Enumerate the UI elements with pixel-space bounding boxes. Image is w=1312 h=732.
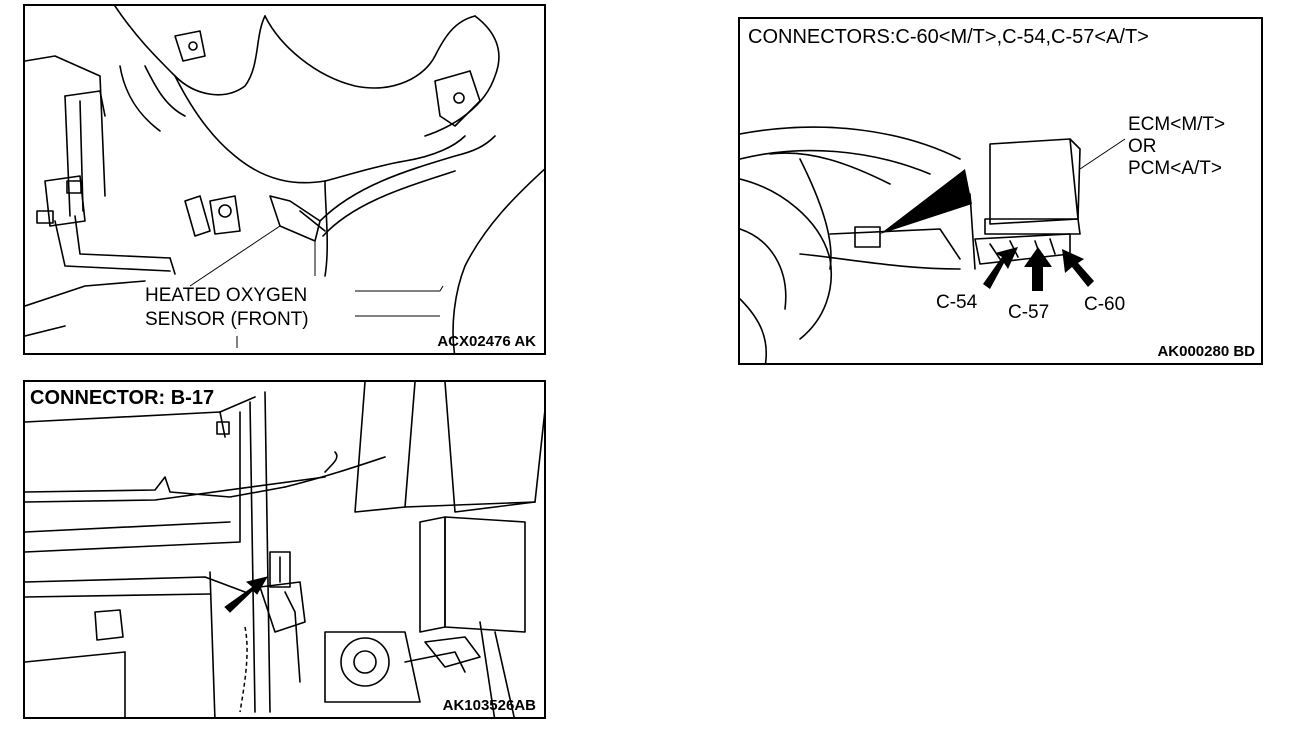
- ecm-label-line3: PCM<A/T>: [1128, 158, 1222, 179]
- sensor-label-line2: SENSOR (FRONT): [145, 309, 309, 330]
- figure-code: AK000280 BD: [1157, 343, 1255, 360]
- connector-label-c60: C-60: [1084, 294, 1126, 315]
- sensor-label-line1: HEATED OXYGEN: [145, 285, 308, 306]
- ecm-connectors-illustration: [740, 126, 1126, 363]
- figure-code: AK103526AB: [442, 697, 536, 714]
- connector-b17-illustration: [25, 382, 544, 717]
- figure-code: ACX02476 AK: [437, 333, 536, 350]
- ecm-connectors-panel: CONNECTORS:C-60<M/T>,C-54,C-57<A/T> ECM<…: [738, 17, 1263, 365]
- connector-label-c54: C-54: [936, 292, 978, 313]
- ecm-label-line2: OR: [1128, 136, 1157, 157]
- oxygen-sensor-illustration: [25, 6, 544, 353]
- connector-b17-title: CONNECTOR: B-17: [30, 388, 219, 408]
- connector-label-c57: C-57: [1008, 302, 1050, 323]
- oxygen-sensor-panel: HEATED OXYGEN SENSOR (FRONT) ACX02476 AK: [23, 4, 546, 355]
- ecm-label-line1: ECM<M/T>: [1128, 114, 1226, 135]
- connector-b17-panel: CONNECTOR: B-17 AK103526AB: [23, 380, 546, 719]
- ecm-connectors-title: CONNECTORS:C-60<M/T>,C-54,C-57<A/T>: [748, 26, 1149, 48]
